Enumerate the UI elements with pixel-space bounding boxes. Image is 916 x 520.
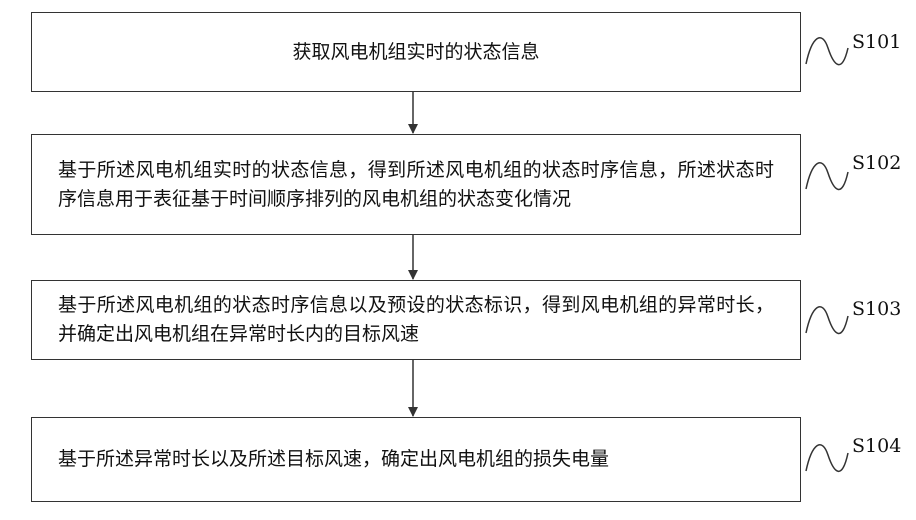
step-label-s103: S103: [852, 298, 901, 320]
step-text-s102: 基于所述风电机组实时的状态信息，得到所述风电机组的状态时序信息，所述状态时序信息…: [32, 156, 800, 214]
leader-wave-s104: [806, 445, 848, 472]
step-label-s102: S102: [852, 152, 901, 174]
step-label-s101: S101: [852, 31, 901, 53]
step-text-s101: 获取风电机组实时的状态信息: [32, 38, 800, 67]
step-label-s104: S104: [852, 435, 901, 457]
step-text-s103: 基于所述风电机组的状态时序信息以及预设的状态标识，得到风电机组的异常时长，并确定…: [32, 291, 800, 349]
step-text-s104: 基于所述异常时长以及所述目标风速，确定出风电机组的损失电量: [32, 445, 800, 474]
leader-wave-s103: [806, 307, 848, 334]
step-box-s103: 基于所述风电机组的状态时序信息以及预设的状态标识，得到风电机组的异常时长，并确定…: [31, 280, 801, 360]
step-box-s101: 获取风电机组实时的状态信息: [31, 12, 801, 92]
leader-wave-s101: [806, 38, 848, 65]
leader-wave-s102: [806, 163, 848, 190]
step-box-s104: 基于所述异常时长以及所述目标风速，确定出风电机组的损失电量: [31, 417, 801, 502]
step-box-s102: 基于所述风电机组实时的状态信息，得到所述风电机组的状态时序信息，所述状态时序信息…: [31, 134, 801, 235]
